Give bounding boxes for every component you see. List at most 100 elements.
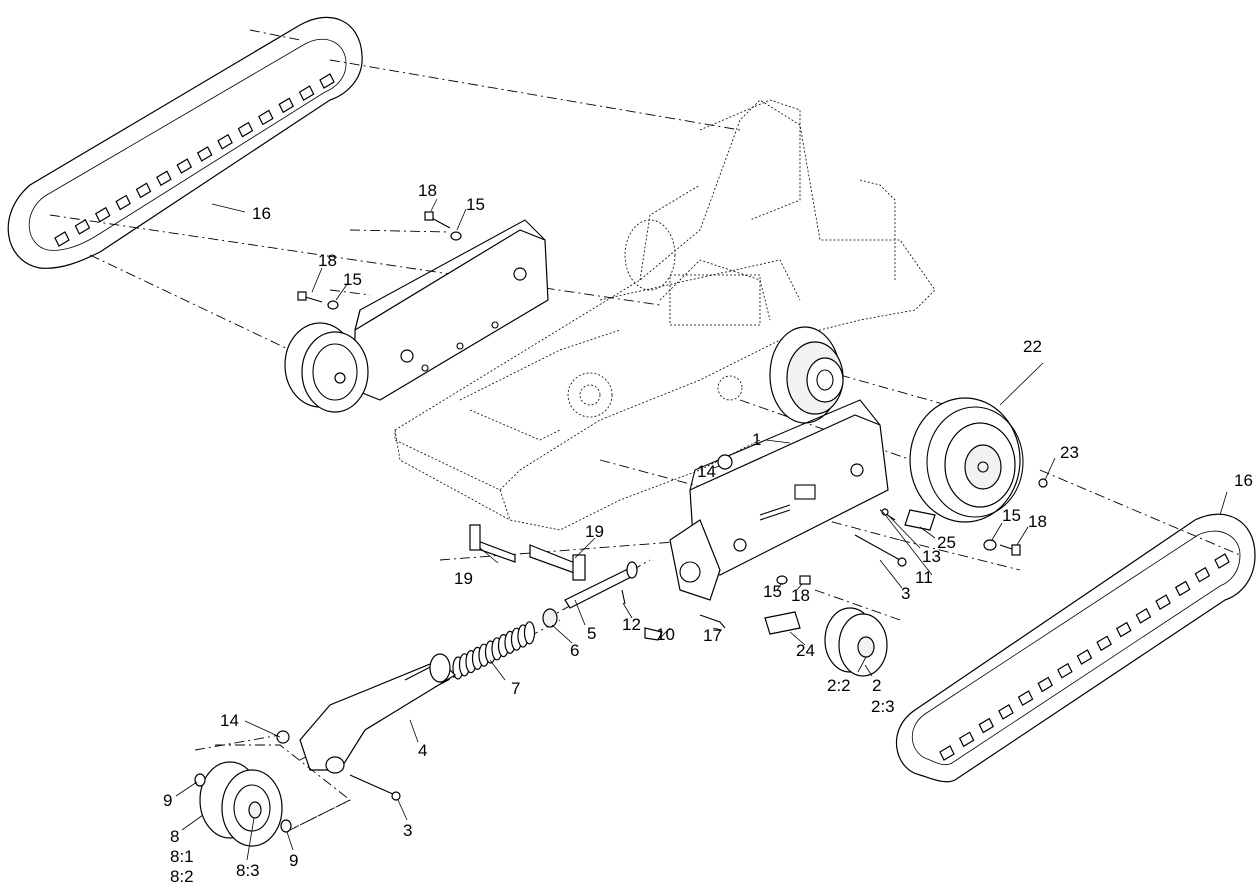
- track-lug: [958, 731, 975, 748]
- callout-2: 2: [872, 676, 881, 695]
- track-lug: [1174, 580, 1191, 597]
- tensioner-rod-5: [564, 561, 638, 609]
- track-lug: [998, 704, 1014, 720]
- callout-19: 19: [454, 569, 473, 588]
- track-lug: [319, 73, 335, 89]
- callout-1: 1: [752, 430, 761, 449]
- callout-15: 15: [763, 582, 782, 601]
- callout-16: 16: [252, 204, 271, 223]
- track-lug: [237, 121, 254, 138]
- track-lug: [978, 717, 995, 734]
- track-lug: [1017, 690, 1034, 706]
- nut-14-upper: [717, 454, 733, 470]
- track-lug: [1096, 635, 1112, 652]
- callout-13: 13: [922, 547, 941, 566]
- callout-24: 24: [796, 641, 815, 660]
- washer-bolt-15-18-right: [983, 539, 1021, 556]
- pin-12: [621, 589, 626, 605]
- track-lug: [1076, 649, 1093, 665]
- nut-6: [542, 608, 558, 628]
- track-lug: [115, 194, 131, 211]
- track-lug: [1155, 594, 1171, 610]
- callout-15: 15: [466, 195, 485, 214]
- washers-9: [194, 773, 292, 833]
- wire-17: [699, 614, 726, 629]
- callout-11: 11: [915, 568, 933, 587]
- nut-23: [1038, 478, 1048, 488]
- callout-9: 9: [289, 851, 298, 870]
- track-frame-right: [669, 399, 889, 601]
- callout-8-3: 8:3: [236, 861, 260, 880]
- spring-7: [452, 621, 536, 680]
- track-lug: [1135, 608, 1152, 624]
- callout-10: 10: [656, 625, 675, 644]
- track-lug: [176, 158, 193, 174]
- callouts: 16 18 15 18 15 22 1 23 14 16 15 18 19 25…: [163, 181, 1253, 886]
- track-upper-left: [7, 16, 363, 269]
- bolts-upper: [297, 211, 462, 310]
- spring-coil: [523, 621, 536, 645]
- washer-15-mid: [776, 575, 811, 585]
- callout-7: 7: [511, 679, 520, 698]
- callout-14: 14: [220, 711, 239, 730]
- roller-2: [814, 589, 901, 677]
- callout-3: 3: [403, 821, 412, 840]
- callout-4: 4: [418, 741, 427, 760]
- callout-3: 3: [901, 584, 910, 603]
- bolts-right: [854, 508, 907, 567]
- callout-12: 12: [622, 615, 641, 634]
- callout-18: 18: [791, 586, 810, 605]
- callout-16: 16: [1234, 471, 1253, 490]
- callout-6: 6: [570, 641, 579, 660]
- callout-18: 18: [1028, 512, 1047, 531]
- idler-wheel-8: [199, 744, 351, 847]
- nut-14-lower: [276, 730, 290, 744]
- callout-17: 17: [703, 626, 722, 645]
- callout-23: 23: [1060, 443, 1079, 462]
- callout-19: 19: [585, 522, 604, 541]
- track-lug: [278, 97, 295, 114]
- drive-sprocket: [909, 397, 1024, 523]
- track-lug: [939, 745, 955, 761]
- track-lug: [156, 170, 172, 187]
- drive-motor: [769, 326, 844, 424]
- track-lug: [1214, 553, 1230, 569]
- callout-25: 25: [937, 533, 956, 552]
- callout-18: 18: [318, 251, 337, 270]
- track-frame-upper-left: [354, 219, 549, 401]
- track-lug: [217, 133, 233, 150]
- callout-8-2: 8:2: [170, 867, 194, 886]
- track-lug: [258, 109, 274, 126]
- clip-10: [644, 627, 663, 641]
- leader-lines: [175, 198, 1228, 861]
- decal-24: [764, 611, 801, 635]
- callout-18: 18: [418, 181, 437, 200]
- idler-wheel-upper: [284, 322, 369, 413]
- callout-2-2: 2:2: [827, 676, 851, 695]
- track-lug: [1116, 621, 1132, 638]
- plate-25: [904, 509, 936, 531]
- track-lug: [74, 218, 91, 235]
- track-lower-right: [895, 513, 1256, 783]
- callout-14: 14: [697, 462, 716, 481]
- track-lug: [1037, 676, 1053, 693]
- callout-9: 9: [163, 791, 172, 810]
- callout-5: 5: [587, 624, 596, 643]
- track-lug: [1057, 662, 1073, 679]
- callout-2-3: 2:3: [871, 697, 895, 716]
- track-lug: [135, 182, 152, 199]
- pins-19: [469, 524, 586, 581]
- callout-22: 22: [1023, 337, 1042, 356]
- callout-15: 15: [343, 270, 362, 289]
- track-lug: [298, 85, 315, 102]
- track-lug: [196, 146, 213, 162]
- callout-15: 15: [1002, 506, 1021, 525]
- track-lug: [1194, 566, 1211, 583]
- main-frame: [394, 99, 936, 531]
- track-lug: [54, 231, 70, 247]
- track-lug: [94, 206, 111, 223]
- callout-8-1: 8:1: [170, 847, 194, 866]
- callout-8: 8: [170, 827, 179, 846]
- yoke-4: [299, 653, 456, 801]
